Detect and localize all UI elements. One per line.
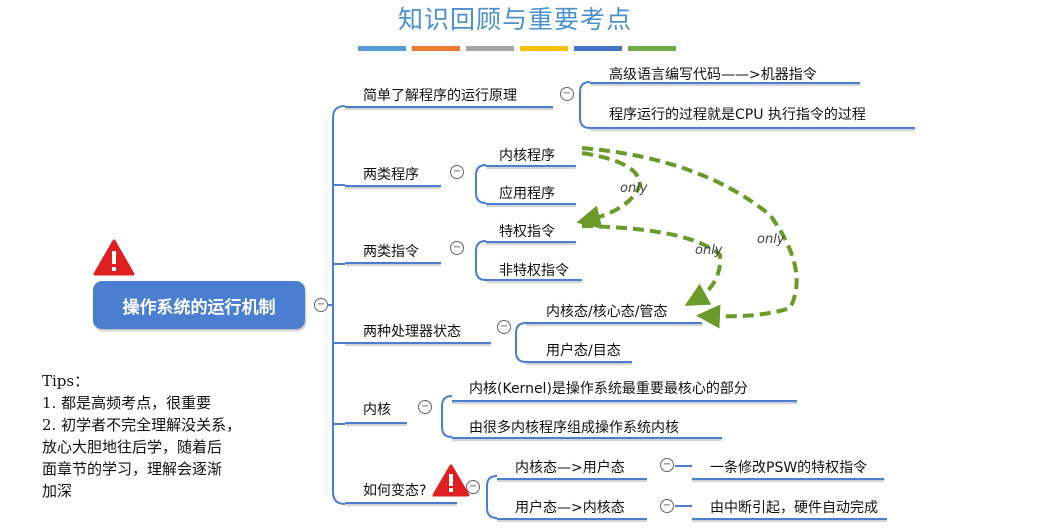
tips-heading: Tips： <box>42 372 90 390</box>
tips-line-5: 加深 <box>42 482 73 500</box>
branch-2-child-1: 内核程序 <box>499 148 555 164</box>
collapse-icon: − <box>562 88 572 99</box>
branch-6-child-1-detail: 一条修改PSW的特权指令 <box>710 460 868 476</box>
warning-icon <box>432 464 470 497</box>
branch-2-child-2-line <box>486 203 576 205</box>
branch-6-child-1-collapse-button[interactable]: − <box>660 458 674 472</box>
branch-1-child-2: 程序运行的过程就是CPU 执行指令的过程 <box>609 107 866 123</box>
only-label-2: only <box>695 243 723 258</box>
branch-6-child-2: 用户态—>内核态 <box>515 500 625 516</box>
root-node[interactable]: 操作系统的运行机制 <box>93 281 305 329</box>
branch-5-child-1: 内核(Kernel)是操作系统最重要最核心的部分 <box>469 381 748 397</box>
tips-panel: Tips： 1. 都是高频考点，很重要 2. 初学者不完全理解没关系， 放心大胆… <box>42 370 241 502</box>
collapse-icon: − <box>452 242 462 253</box>
branch-1-child-1: 高级语言编写代码——>机器指令 <box>609 67 817 83</box>
branch-1-label: 简单了解程序的运行原理 <box>363 88 517 104</box>
branch-5-child-1-line <box>452 400 797 402</box>
branch-2-child-2: 应用程序 <box>499 186 555 202</box>
branch-1-child-1-line <box>590 82 860 84</box>
collapse-icon: − <box>662 500 672 511</box>
branch-4-child-1: 内核态/核心态/管态 <box>546 304 668 320</box>
collapse-icon: − <box>499 321 509 332</box>
page-title: 知识回顾与重要考点 <box>397 5 632 34</box>
branch-6-child-1: 内核态—>用户态 <box>515 460 625 476</box>
color-bar-2 <box>412 46 460 51</box>
collapse-icon: − <box>452 166 462 177</box>
tips-line-3: 放心大胆地往后学，随着后 <box>42 438 223 456</box>
branch-3-child-1-line <box>486 241 576 243</box>
branch-6-child-2-collapse-button[interactable]: − <box>660 499 674 513</box>
only-label-1: only <box>620 181 648 196</box>
collapse-icon: − <box>420 401 430 412</box>
branch-5-line <box>345 422 407 424</box>
root-collapse-button[interactable]: − <box>314 298 328 312</box>
branch-6-collapse-button[interactable]: − <box>466 480 480 494</box>
branch-6-line <box>345 502 457 504</box>
branch-6-child-1-detail-line <box>692 478 884 480</box>
branch-1-line <box>345 106 553 108</box>
color-bar-1 <box>358 46 406 51</box>
branch-6-child-2-line <box>497 518 647 520</box>
root-label: 操作系统的运行机制 <box>122 297 276 318</box>
tips-line-1: 1. 都是高频考点，很重要 <box>42 394 212 412</box>
branch-5-child-2-line <box>452 437 722 439</box>
tips-line-4: 面章节的学习，理解会逐渐 <box>42 460 223 478</box>
branch-1-collapse-button[interactable]: − <box>560 87 574 101</box>
branch-4-line <box>345 342 491 344</box>
branch-6-child-2-detail: 由中断引起，硬件自动完成 <box>710 500 878 516</box>
branch-2-collapse-button[interactable]: − <box>450 165 464 179</box>
collapse-icon: − <box>468 481 478 492</box>
arrow-kernel-to-kernelmode <box>581 146 799 329</box>
branch-2-label: 两类程序 <box>363 167 419 183</box>
branch-6-label: 如何变态? <box>363 483 427 499</box>
color-bar-5 <box>574 46 622 51</box>
branch-5-label: 内核 <box>363 402 391 418</box>
branch-3-label: 两类指令 <box>363 244 419 260</box>
warning-icon <box>93 239 135 276</box>
branch-4-label: 两种处理器状态 <box>363 324 461 340</box>
branch-6-child-1-line <box>497 478 647 480</box>
branch-5-child-2: 由很多内核程序组成操作系统内核 <box>469 420 679 436</box>
only-label-3: only <box>757 232 785 247</box>
root-trunk <box>332 105 346 505</box>
branch-3-child-2: 非特权指令 <box>499 263 569 279</box>
branch-4-child-2-line <box>526 361 632 363</box>
branch-5-collapse-button[interactable]: − <box>418 400 432 414</box>
branch-6-child-2-detail-line <box>692 518 887 520</box>
branch-2-child-1-line <box>486 165 576 167</box>
collapse-icon: − <box>662 459 672 470</box>
color-bar-3 <box>466 46 514 51</box>
tips-line-2: 2. 初学者不完全理解没关系， <box>42 416 242 434</box>
color-bar-6 <box>628 46 676 51</box>
branch-4-child-2: 用户态/目态 <box>546 343 621 359</box>
branch-3-child-1: 特权指令 <box>499 224 555 240</box>
branch-4-collapse-button[interactable]: − <box>497 320 511 334</box>
branch-2-line <box>345 185 441 187</box>
branch-3-line <box>345 262 441 264</box>
collapse-icon: − <box>316 299 326 310</box>
color-bar-4 <box>520 46 568 51</box>
branch-1-child-2-line <box>590 127 915 129</box>
arrow-kernel-to-privileged <box>576 151 643 229</box>
branch-4-child-1-line <box>526 322 702 324</box>
arrow-privileged-to-kernelmode <box>581 224 723 306</box>
branch-3-collapse-button[interactable]: − <box>450 241 464 255</box>
branch-3-child-2-line <box>486 279 582 281</box>
